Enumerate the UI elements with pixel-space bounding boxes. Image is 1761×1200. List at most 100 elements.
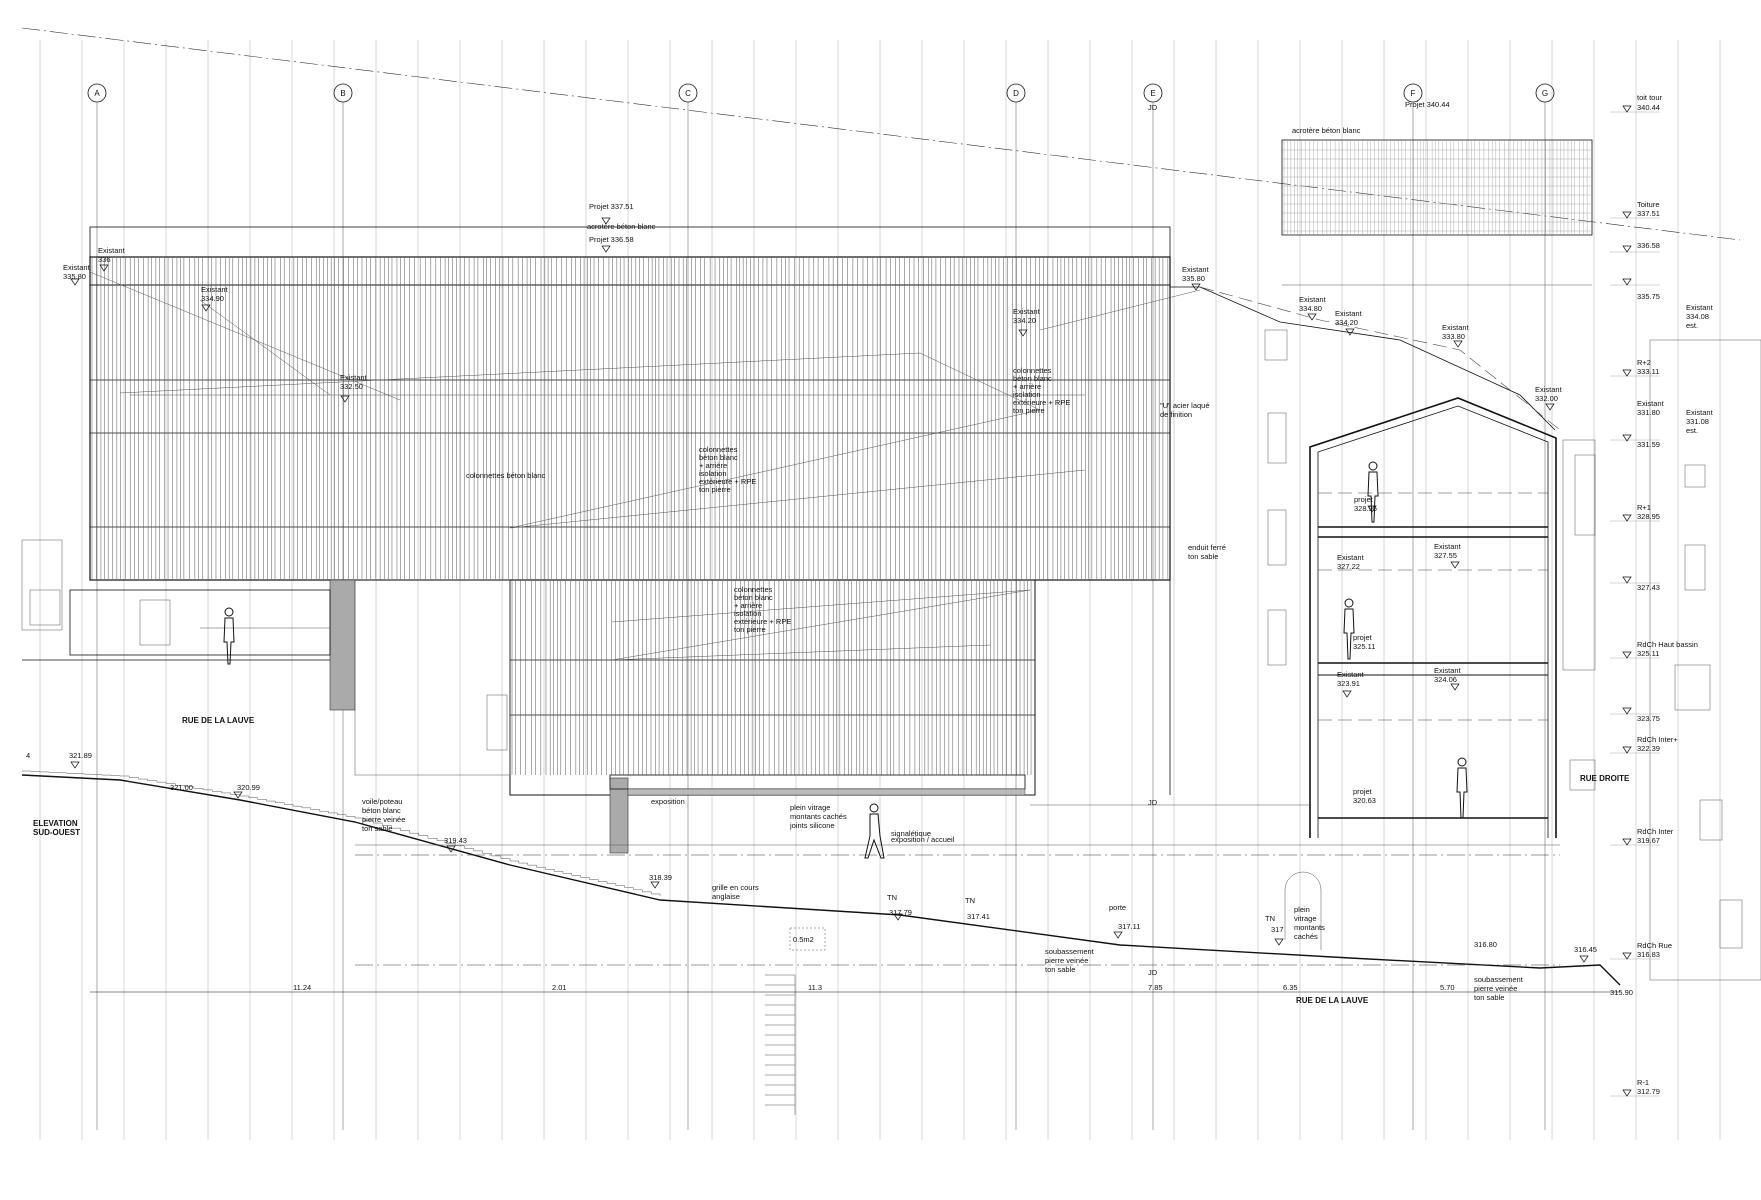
- svg-text:plein vitrage: plein vitrage: [790, 803, 830, 812]
- height-label: 321.89: [69, 751, 92, 760]
- axis-d: D: [1006, 83, 1026, 1130]
- existant-label: Existant: [98, 246, 126, 255]
- soubassement-note: soubassement pierre veinée ton sable: [1474, 975, 1524, 1002]
- height-label: 317.79: [889, 908, 912, 917]
- human-figures: [223, 461, 1468, 859]
- svg-text:5.70: 5.70: [1440, 983, 1455, 992]
- estimate-note: est.: [1686, 321, 1698, 330]
- svg-text:RdCh Inter: RdCh Inter: [1637, 827, 1674, 836]
- svg-text:Existant: Existant: [1637, 399, 1665, 408]
- street-profile: [21, 770, 1621, 1115]
- concrete-pier: [329, 579, 356, 711]
- tower-projet-label: Projet 340.44: [1405, 100, 1450, 109]
- marker-label: 4: [26, 751, 30, 760]
- svg-text:extérieure + RPE: extérieure + RPE: [734, 617, 791, 626]
- projet-label: projet: [1354, 495, 1374, 504]
- svg-text:7.85: 7.85: [1148, 983, 1163, 992]
- existant-label: Existant: [1299, 295, 1327, 304]
- existant-value: 333.80: [1442, 332, 1465, 341]
- existant-label: Existant: [1442, 323, 1470, 332]
- section-house: [1309, 397, 1557, 838]
- person-figure: [1456, 757, 1468, 819]
- voile-note: voile/poteau béton blanc pierre veinée t…: [362, 797, 405, 833]
- existant-label: Existant: [1535, 385, 1563, 394]
- svg-text:Toiture: Toiture: [1637, 200, 1660, 209]
- person-figure: [1343, 598, 1355, 660]
- existant-value: 336: [98, 255, 111, 264]
- area-label: 0.5m2: [793, 935, 814, 944]
- plein-vitrage-note: plein vitrage montants cachés: [1294, 905, 1325, 941]
- level-marker: 323.75: [1610, 713, 1660, 723]
- person-figure: [223, 607, 235, 665]
- svg-text:R-1: R-1: [1637, 1078, 1649, 1087]
- svg-text:signalétique: signalétique: [891, 829, 931, 838]
- svg-text:R+2: R+2: [1637, 358, 1651, 367]
- svg-text:+ arrière: + arrière: [1013, 382, 1041, 391]
- svg-text:ton pierre: ton pierre: [1013, 406, 1045, 415]
- svg-text:extérieure + RPE: extérieure + RPE: [699, 477, 756, 486]
- svg-text:2.01: 2.01: [552, 983, 567, 992]
- level-marker: RdCh Inter+322.39: [1610, 735, 1678, 754]
- projet-label: projet: [1353, 787, 1373, 796]
- existant-value: 335.80: [63, 272, 86, 281]
- svg-text:323.75: 323.75: [1637, 714, 1660, 723]
- svg-text:312.79: 312.79: [1637, 1087, 1660, 1096]
- svg-text:extérieure + RPE: extérieure + RPE: [1013, 398, 1070, 407]
- axis-label: G: [1542, 89, 1548, 98]
- jd-label: JD: [1148, 798, 1158, 807]
- axis-g: G: [1535, 83, 1555, 1130]
- rue-lauve-label: RUE DE LA LAUVE: [1296, 996, 1369, 1005]
- existant-value: 331.08: [1686, 417, 1709, 426]
- gabarit-line: [21, 27, 1741, 241]
- svg-text:isolation: isolation: [734, 609, 762, 618]
- svg-text:cachés: cachés: [1294, 932, 1318, 941]
- svg-text:ton pierre: ton pierre: [699, 485, 731, 494]
- acrotere-label: acrotère béton blanc: [587, 222, 656, 231]
- svg-text:331.80: 331.80: [1637, 408, 1660, 417]
- svg-text:316.83: 316.83: [1637, 950, 1660, 959]
- tn-label: TN: [887, 893, 897, 902]
- height-label: 321.00: [170, 783, 193, 792]
- svg-text:pierre veinée: pierre veinée: [1474, 984, 1517, 993]
- height-label: 317.41: [967, 912, 990, 921]
- level-marker: 327.43: [1610, 582, 1660, 592]
- existant-label: Existant: [1434, 542, 1462, 551]
- existant-label: Existant: [1337, 670, 1365, 679]
- tn-label: TN: [965, 896, 975, 905]
- svg-text:6.35: 6.35: [1283, 983, 1298, 992]
- colonnettes-label: colonnettes béton blanc: [466, 471, 545, 480]
- axis-e: E: [1143, 83, 1163, 1130]
- svg-text:pierre veinée: pierre veinée: [362, 815, 405, 824]
- svg-text:anglaise: anglaise: [712, 892, 740, 901]
- existant-value: 334.20: [1013, 316, 1036, 325]
- svg-text:ton sable: ton sable: [1045, 965, 1075, 974]
- upper-volume: [89, 256, 1171, 581]
- wall-section: [609, 777, 629, 854]
- height-label: 317: [1271, 925, 1284, 934]
- svg-text:333.11: 333.11: [1637, 367, 1659, 376]
- existant-value: 334.20: [1335, 318, 1358, 327]
- svg-text:soubassement: soubassement: [1045, 947, 1095, 956]
- grid-axes: A B C D E F G JD: [87, 83, 1555, 1130]
- svg-text:RdCh Inter+: RdCh Inter+: [1637, 735, 1678, 744]
- svg-text:11.3: 11.3: [808, 983, 822, 992]
- projet-top-label: Projet 337.51: [589, 202, 634, 211]
- svg-text:colonnettes: colonnettes: [699, 445, 738, 454]
- svg-text:grille en cours: grille en cours: [712, 883, 759, 892]
- colonnettes-lower: [511, 581, 1032, 775]
- height-label: 317.11: [1118, 922, 1140, 931]
- projet-roof-label: Projet 336.58: [589, 235, 634, 244]
- existant-label: Existant: [1686, 303, 1714, 312]
- svg-text:R+1: R+1: [1637, 503, 1651, 512]
- jd-label: JD: [1148, 968, 1158, 977]
- existant-label: Existant: [1335, 309, 1363, 318]
- existant-value: 334.90: [201, 294, 224, 303]
- elevation-title: SUD-OUEST: [33, 828, 80, 837]
